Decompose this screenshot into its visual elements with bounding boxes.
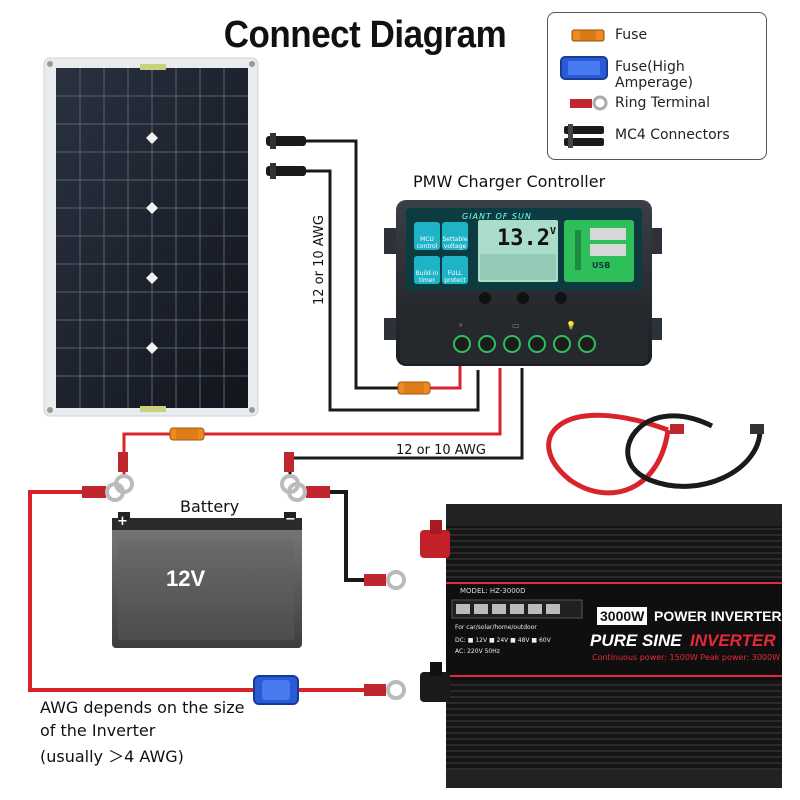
wire-label-vertical: 12 or 10 AWG — [312, 215, 327, 305]
power-inverter — [420, 504, 782, 788]
controller-label-settable: Settable voltage — [442, 236, 468, 250]
svg-text:💡: 💡 — [566, 320, 576, 330]
legend-label: Fuse — [615, 27, 648, 43]
inverter-ac: AC: 220V 50Hz — [455, 648, 500, 655]
ring-terminals-battery — [114, 452, 300, 494]
controller-voltage-readout: 13.2V — [497, 226, 557, 251]
svg-text:⚡: ⚡ — [458, 321, 464, 330]
panel-wires — [306, 139, 480, 412]
controller-usb-label: USB — [592, 261, 611, 270]
legend: Fuse Fuse(High Amperage) Ring Terminal — [547, 12, 767, 160]
legend-label: MC4 Connectors — [615, 127, 730, 143]
fuse-battery — [169, 427, 205, 441]
legend-label: Ring Terminal — [615, 95, 710, 111]
legend-item-high-amperage-fuse: Fuse(High Amperage) — [548, 53, 766, 91]
controller-label-mcu: MCU control — [416, 236, 438, 250]
controller-label-full: FULL protect — [444, 270, 466, 284]
note-line-1: AWG depends on the size — [40, 698, 245, 717]
controller-title: PMW Charger Controller — [413, 172, 606, 191]
inverter-pure-sine: PURE SINE — [590, 631, 682, 650]
solar-panel — [43, 57, 259, 417]
battery-negative-sign: − — [285, 512, 296, 527]
high-amperage-fuse-icon — [560, 56, 608, 80]
fuse-icon — [571, 29, 605, 42]
inverter-dc: DC: ■ 12V ■ 24V ■ 48V ■ 60V — [455, 637, 551, 644]
svg-text:▭: ▭ — [512, 321, 520, 330]
fuse-panel — [397, 381, 431, 395]
wire-label-horizontal: 12 or 10 AWG — [396, 443, 486, 458]
battery-positive-sign: + — [117, 514, 128, 529]
note-line-3: (usually ＞4 AWG) — [40, 747, 184, 766]
inverter-power-label: POWER INVERTER — [654, 608, 782, 624]
battery-voltage: 12V — [166, 566, 206, 591]
ring-terminal-icon — [570, 95, 608, 111]
legend-item-mc4-connectors: MC4 Connectors — [548, 121, 766, 151]
legend-label: Fuse(High Amperage) — [615, 59, 694, 91]
controller-brand: GIANT OF SUN — [462, 212, 532, 221]
battery — [112, 512, 302, 648]
spare-cables — [546, 412, 764, 496]
charge-controller: ⚡ ▭ 💡 — [384, 200, 662, 366]
note-line-2: of the Inverter — [40, 721, 156, 740]
legend-item-fuse: Fuse — [548, 21, 766, 51]
mc4-connector-icon — [564, 124, 604, 148]
legend-item-ring-terminal: Ring Terminal — [548, 89, 766, 119]
inverter-spec: Continuous power: 1500W Peak power: 3000… — [592, 653, 780, 662]
battery-title: Battery — [180, 497, 240, 516]
inverter-word: INVERTER — [690, 631, 776, 650]
diagram-title: Connect Diagram — [223, 14, 507, 56]
mc4-connector-pair — [266, 133, 306, 179]
ring-terminals-inverter — [82, 482, 406, 700]
inverter-use: For car/solar/home/outdoor — [455, 624, 537, 631]
controller-label-timer: Build-in timer — [415, 270, 439, 284]
inverter-model: MODEL: HZ-3000D — [460, 587, 526, 595]
inverter-wattage: 3000W — [597, 607, 648, 625]
